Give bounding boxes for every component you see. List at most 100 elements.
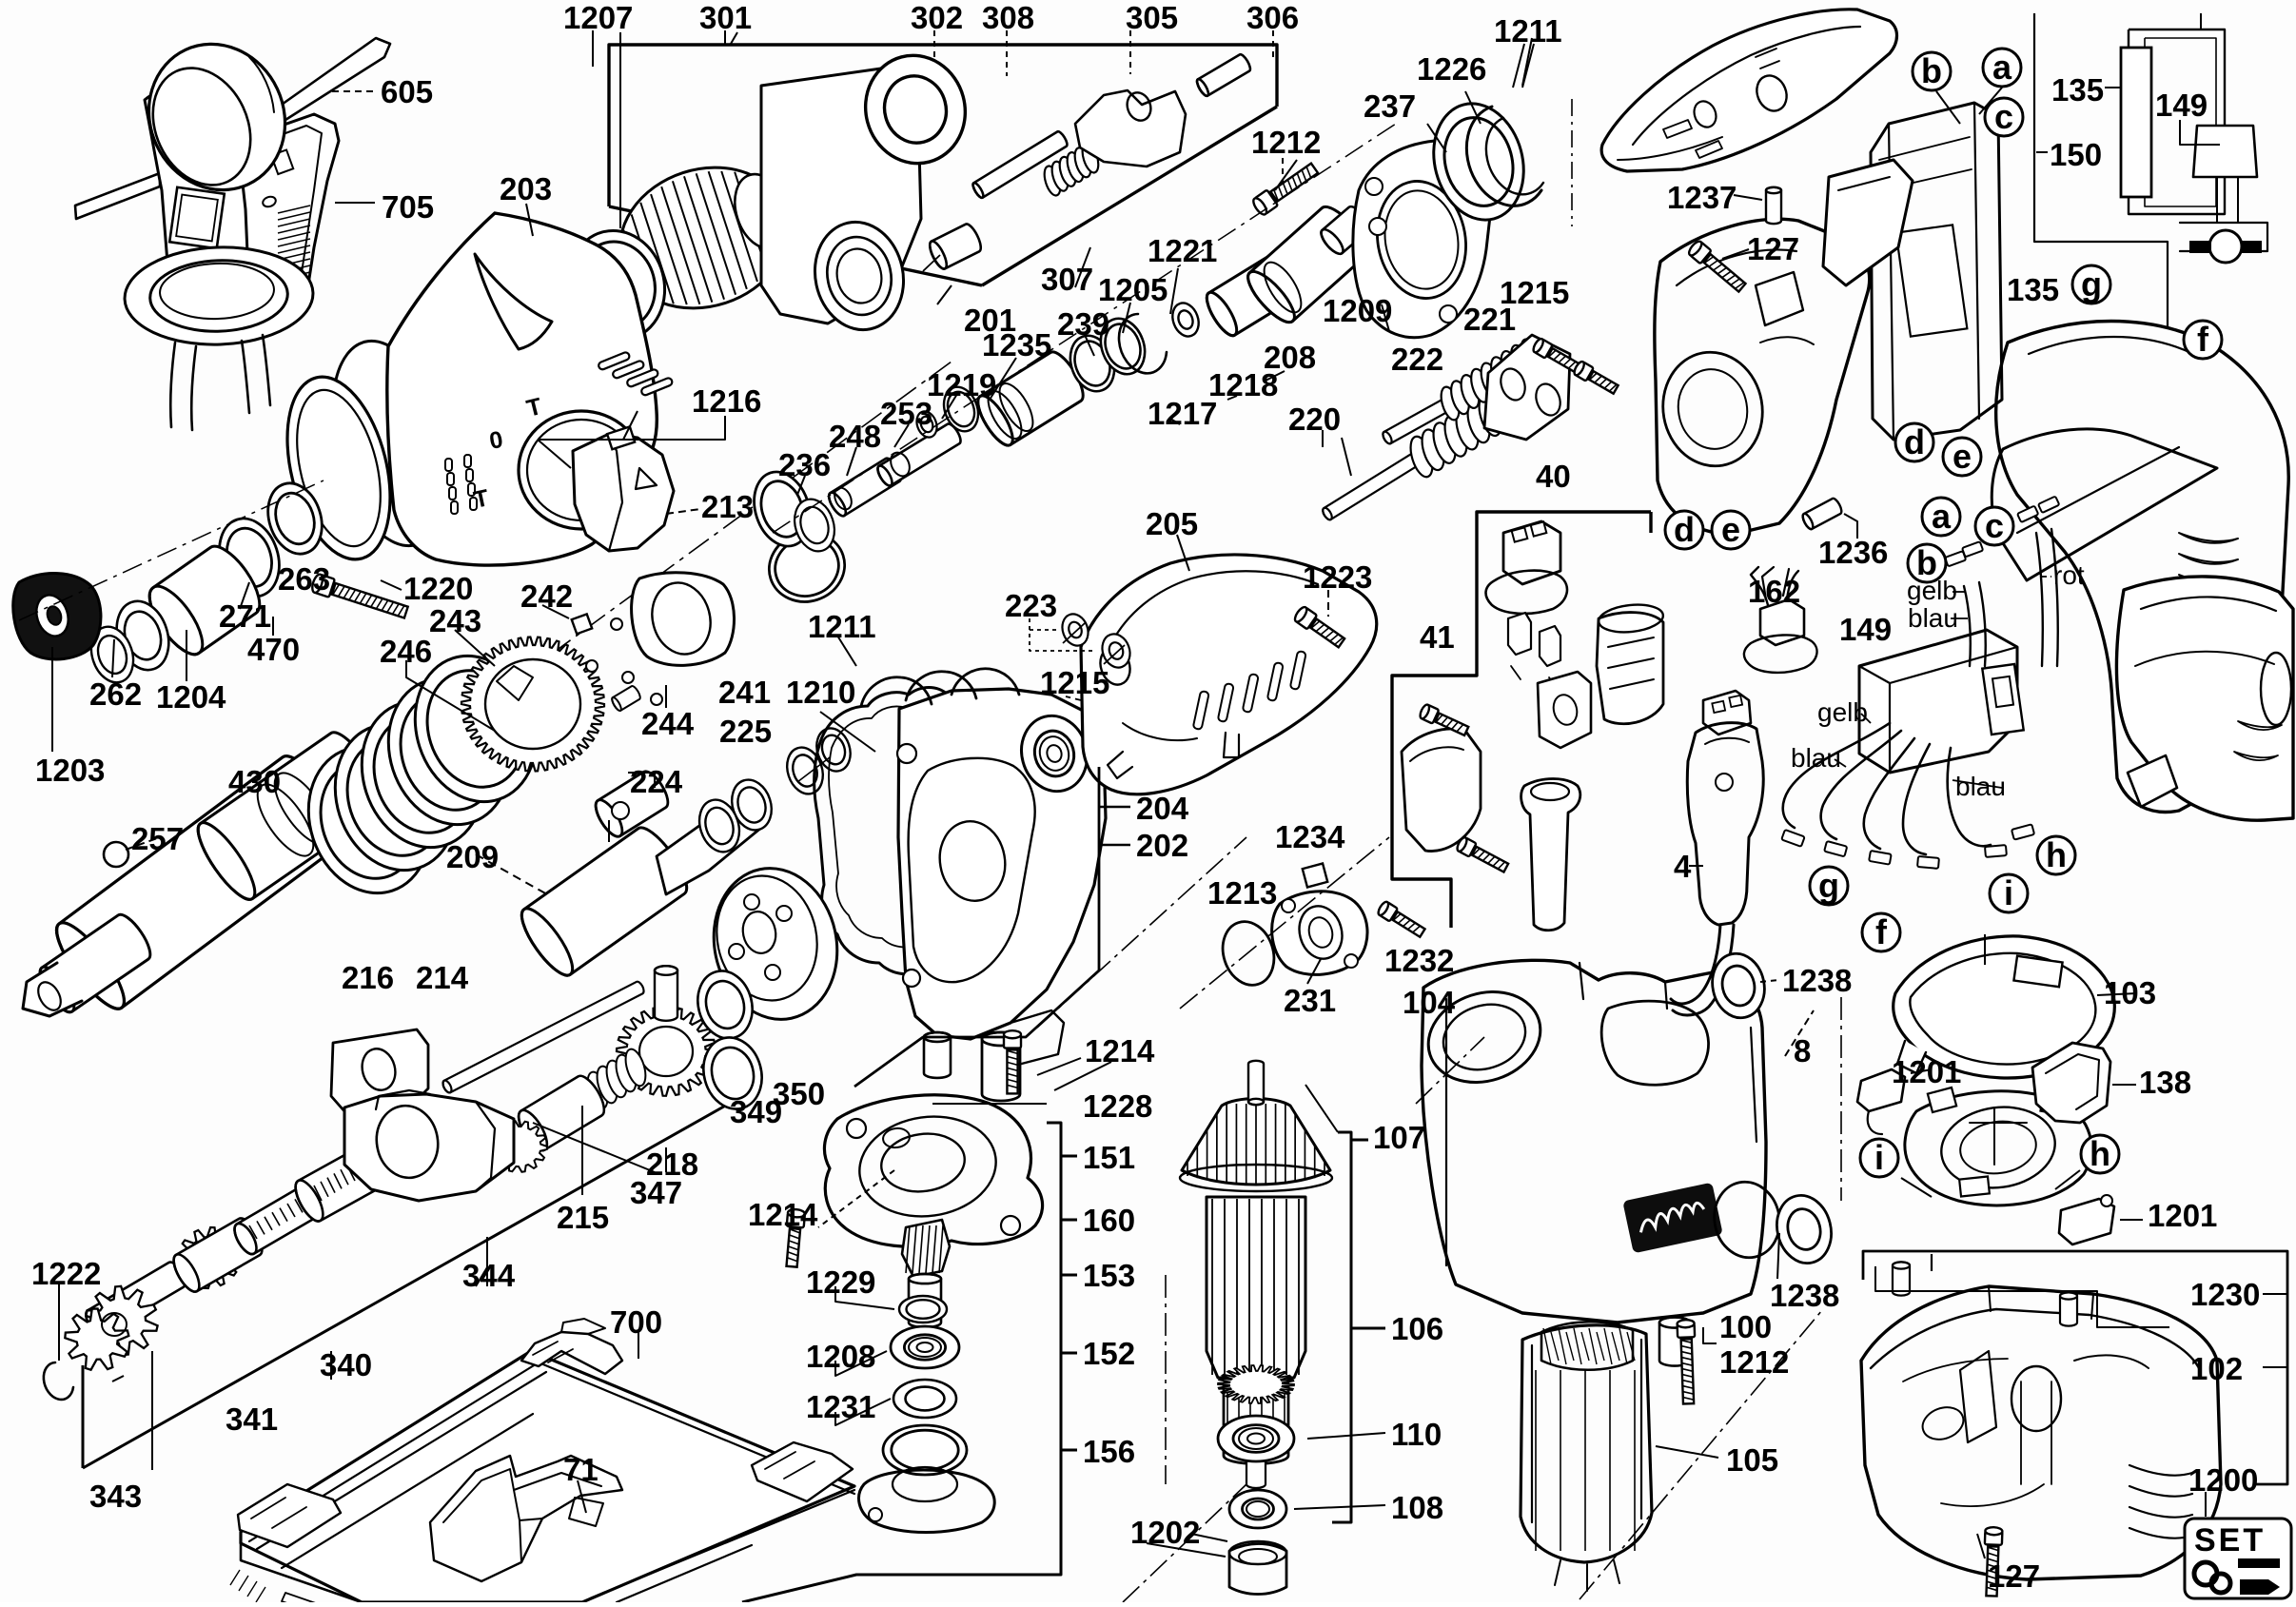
svg-text:71: 71	[563, 1452, 599, 1487]
svg-text:248: 248	[829, 419, 881, 454]
svg-text:705: 705	[382, 189, 434, 225]
svg-text:d: d	[1904, 422, 1925, 461]
svg-text:1218: 1218	[1208, 367, 1278, 402]
svg-text:i: i	[1874, 1138, 1884, 1177]
svg-text:160: 160	[1083, 1203, 1135, 1238]
svg-text:301: 301	[699, 0, 752, 35]
svg-text:1200: 1200	[2188, 1462, 2258, 1498]
svg-text:1217: 1217	[1148, 396, 1217, 431]
svg-text:c: c	[1985, 506, 2004, 545]
svg-text:rot: rot	[2053, 560, 2085, 590]
svg-text:1208: 1208	[806, 1339, 875, 1374]
svg-text:237: 237	[1364, 88, 1416, 124]
svg-text:1230: 1230	[2190, 1277, 2260, 1312]
svg-text:blau: blau	[1908, 603, 1958, 633]
svg-text:470: 470	[247, 632, 300, 667]
svg-text:213: 213	[701, 489, 754, 524]
svg-text:T: T	[471, 484, 491, 514]
svg-text:40: 40	[1536, 459, 1571, 494]
svg-text:222: 222	[1391, 342, 1443, 377]
svg-text:224: 224	[630, 764, 683, 799]
svg-text:1231: 1231	[806, 1389, 875, 1424]
svg-text:1204: 1204	[156, 679, 226, 715]
svg-text:1238: 1238	[1770, 1278, 1839, 1313]
svg-text:1205: 1205	[1098, 272, 1168, 307]
svg-text:700: 700	[610, 1304, 662, 1340]
svg-text:135: 135	[2051, 72, 2104, 108]
svg-text:1210: 1210	[786, 675, 855, 710]
svg-text:h: h	[2046, 835, 2067, 874]
svg-text:f: f	[2197, 320, 2209, 359]
svg-text:150: 150	[2050, 137, 2102, 172]
svg-text:1228: 1228	[1083, 1088, 1152, 1124]
svg-text:1207: 1207	[563, 0, 633, 35]
svg-text:e: e	[1721, 510, 1740, 549]
svg-text:205: 205	[1146, 506, 1198, 541]
svg-text:1216: 1216	[692, 383, 761, 419]
svg-text:1213: 1213	[1207, 875, 1277, 911]
svg-text:246: 246	[380, 634, 432, 669]
svg-text:243: 243	[429, 603, 481, 638]
svg-text:1201: 1201	[1892, 1054, 1961, 1089]
svg-text:105: 105	[1726, 1442, 1778, 1478]
svg-text:262: 262	[89, 676, 142, 712]
svg-text:209: 209	[446, 839, 499, 874]
svg-text:1202: 1202	[1130, 1515, 1200, 1550]
svg-text:1209: 1209	[1323, 293, 1392, 328]
svg-text:104: 104	[1403, 985, 1456, 1020]
svg-text:257: 257	[131, 821, 184, 856]
svg-text:a: a	[1992, 48, 2012, 87]
svg-text:430: 430	[228, 764, 281, 799]
svg-text:242: 242	[520, 578, 573, 614]
svg-text:1215: 1215	[1500, 275, 1569, 310]
svg-text:blau: blau	[1791, 743, 1841, 773]
svg-text:305: 305	[1126, 0, 1178, 35]
svg-text:41: 41	[1420, 619, 1455, 655]
svg-text:1238: 1238	[1782, 963, 1852, 998]
svg-text:106: 106	[1391, 1311, 1443, 1346]
svg-text:151: 151	[1083, 1140, 1135, 1175]
svg-text:308: 308	[982, 0, 1034, 35]
svg-text:c: c	[1994, 97, 2013, 136]
svg-text:216: 216	[342, 960, 394, 995]
svg-text:215: 215	[557, 1200, 609, 1235]
svg-text:135: 135	[2007, 272, 2059, 307]
svg-text:302: 302	[911, 0, 963, 35]
svg-text:f: f	[1875, 912, 1888, 951]
svg-text:347: 347	[630, 1175, 682, 1210]
svg-text:1235: 1235	[982, 327, 1051, 363]
svg-text:223: 223	[1005, 588, 1057, 623]
svg-text:208: 208	[1264, 340, 1316, 375]
svg-text:b: b	[1921, 51, 1942, 90]
svg-text:1220: 1220	[403, 571, 473, 606]
svg-text:218: 218	[646, 1146, 698, 1182]
svg-text:204: 204	[1136, 791, 1189, 826]
svg-text:241: 241	[718, 675, 771, 710]
svg-text:1226: 1226	[1417, 51, 1486, 87]
svg-text:g: g	[2081, 265, 2102, 304]
svg-text:1222: 1222	[31, 1256, 101, 1291]
svg-text:271: 271	[219, 598, 271, 634]
svg-text:e: e	[1953, 437, 1972, 476]
svg-text:253: 253	[880, 396, 932, 431]
svg-text:341: 341	[226, 1401, 278, 1437]
svg-text:1203: 1203	[35, 753, 105, 788]
svg-text:T: T	[524, 393, 545, 422]
svg-text:605: 605	[381, 74, 433, 109]
svg-text:340: 340	[320, 1347, 372, 1382]
svg-text:149: 149	[1839, 612, 1892, 647]
svg-text:203: 203	[500, 171, 552, 206]
svg-text:244: 244	[641, 706, 695, 741]
svg-text:g: g	[1818, 866, 1839, 905]
svg-text:1219: 1219	[927, 367, 996, 402]
svg-text:138: 138	[2139, 1065, 2191, 1100]
svg-text:1236: 1236	[1818, 535, 1888, 570]
svg-text:gelb: gelb	[1817, 697, 1868, 727]
svg-text:263: 263	[278, 561, 330, 597]
svg-text:SET: SET	[2194, 1522, 2266, 1558]
svg-text:349: 349	[730, 1094, 782, 1129]
svg-text:1215: 1215	[1040, 665, 1109, 700]
svg-text:350: 350	[773, 1076, 825, 1111]
svg-text:1237: 1237	[1667, 180, 1737, 215]
svg-text:102: 102	[2190, 1351, 2243, 1386]
